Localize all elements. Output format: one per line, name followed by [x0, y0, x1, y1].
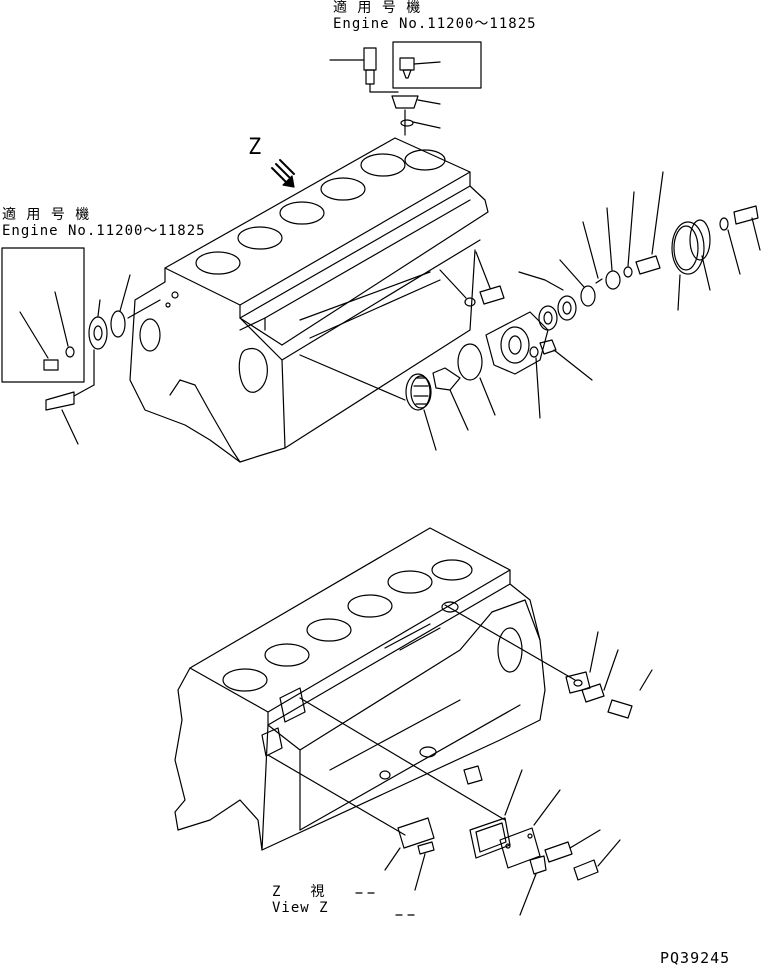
applicability-label-top: 適 用 号 機	[333, 0, 422, 16]
view-caption-jp: Z 視	[272, 884, 333, 900]
engine-range-top: Engine No.11200～11825	[333, 16, 537, 32]
cylinder-block-top	[129, 137, 489, 463]
engine-range-left: Engine No.11200～11825	[2, 223, 206, 239]
cylinder-block-bottom	[174, 527, 576, 851]
view-z-arrow	[271, 159, 295, 188]
lower-parts	[355, 631, 653, 916]
view-z-letter: Z	[248, 135, 262, 160]
left-parts-group	[1, 247, 161, 445]
applicability-label-left: 適 用 号 機	[2, 207, 91, 223]
drawing-number: PQ39245	[660, 949, 731, 967]
view-caption-en: View Z	[272, 900, 329, 916]
right-exploded-parts	[299, 171, 761, 451]
top-fitting-parts	[329, 41, 482, 136]
